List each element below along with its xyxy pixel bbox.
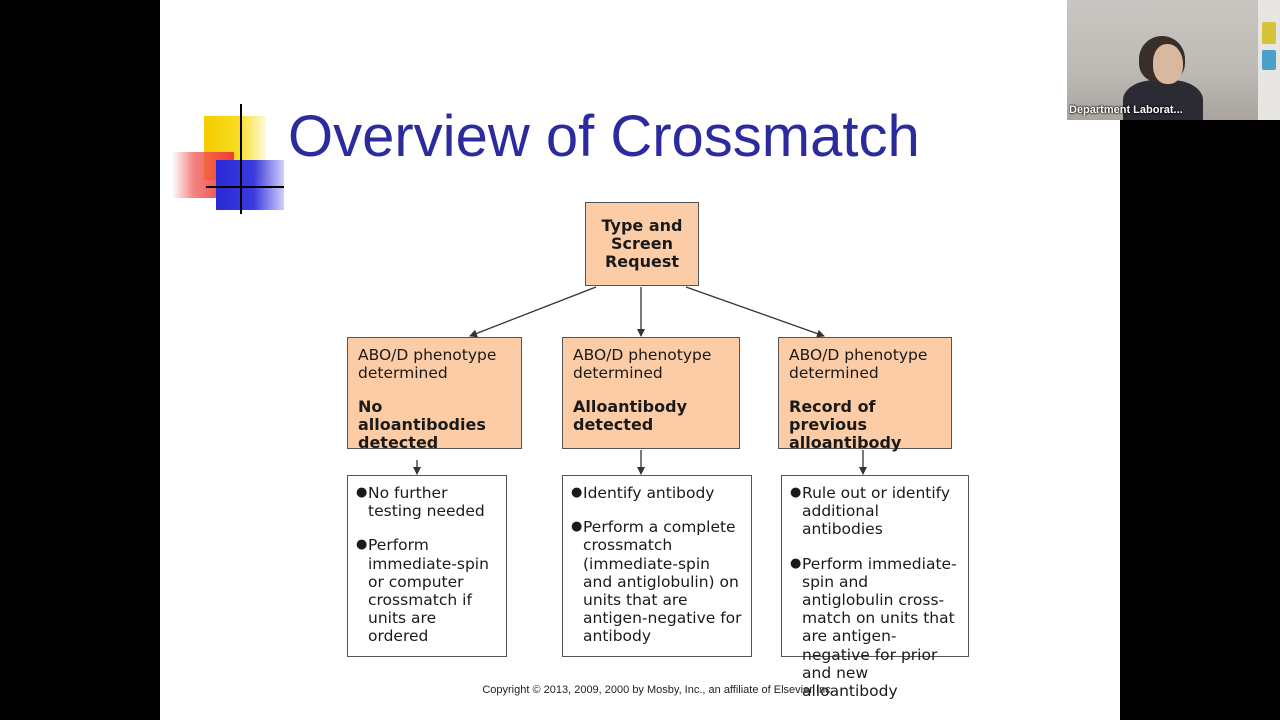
video-background-poster (1262, 50, 1276, 70)
presentation-slide: Overview of Crossmatch Type and Screen R… (160, 0, 1120, 720)
list-item: ● Rule out or identify additional antibo… (790, 484, 951, 539)
branch-previous-alloantibody-box: ABO/D phenotype determined Record of pre… (778, 337, 952, 452)
bullet-dot-icon: ● (571, 485, 583, 500)
branch-phenotype-text: ABO/D phenotype determined (573, 346, 712, 382)
bullet-dot-icon: ● (790, 555, 802, 571)
branch-finding-text: Alloantibody detected (573, 397, 687, 434)
list-item: ● No further testing needed (356, 484, 485, 521)
participant-silhouette-body (1123, 80, 1203, 120)
branch-finding-text: Record of previous alloantibody (789, 397, 902, 452)
logo-vertical-line (240, 104, 242, 214)
copyright-notice: Copyright © 2013, 2009, 2000 by Mosby, I… (482, 684, 834, 696)
flowchart-connectors (413, 286, 867, 475)
participant-video-tile[interactable]: Department Laborat... (1067, 0, 1280, 120)
slide-title: Overview of Crossmatch (288, 104, 920, 169)
branch-finding-text: No alloantibodies detected (358, 397, 486, 452)
list-item: ● Identify antibody (571, 484, 715, 502)
logo-horizontal-line (206, 186, 284, 188)
arrow-root-to-branch-1 (469, 286, 597, 338)
actions-alloantibody-detected-box: ● Identify antibody ● Perform a complete… (562, 475, 752, 657)
type-and-screen-request-box: Type and Screen Request (585, 202, 699, 286)
crossmatch-flowchart: Type and Screen Request ABO/D phenotype … (160, 0, 1120, 720)
bullet-dot-icon: ● (356, 485, 368, 500)
actions-previous-alloantibody-box: ● Rule out or identify additional antibo… (781, 475, 969, 700)
list-item: ● Perform a complete crossmatch (immedia… (571, 518, 742, 646)
participant-name-label: Department Laborat... (1069, 104, 1183, 116)
video-background-poster (1262, 22, 1276, 44)
branch-phenotype-text: ABO/D phenotype determined (789, 346, 928, 382)
branch-phenotype-text: ABO/D phenotype determined (358, 346, 497, 382)
branch-alloantibody-detected-box: ABO/D phenotype determined Alloantibody … (562, 337, 740, 449)
participant-silhouette-face (1153, 44, 1183, 84)
bullet-dot-icon: ● (790, 485, 802, 500)
list-item: ● Perform immediate-spin or computer cro… (356, 536, 489, 646)
bullet-dot-icon: ● (571, 519, 583, 535)
list-item: ● Perform immediate-spin and antiglobuli… (790, 554, 957, 701)
arrow-root-to-branch-3 (685, 286, 825, 338)
branch-no-alloantibodies-box: ABO/D phenotype determined No alloantibo… (347, 337, 522, 452)
logo-blue-square (216, 160, 284, 210)
actions-no-alloantibodies-box: ● No further testing needed ● Perform im… (347, 475, 507, 657)
bullet-dot-icon: ● (356, 537, 368, 553)
